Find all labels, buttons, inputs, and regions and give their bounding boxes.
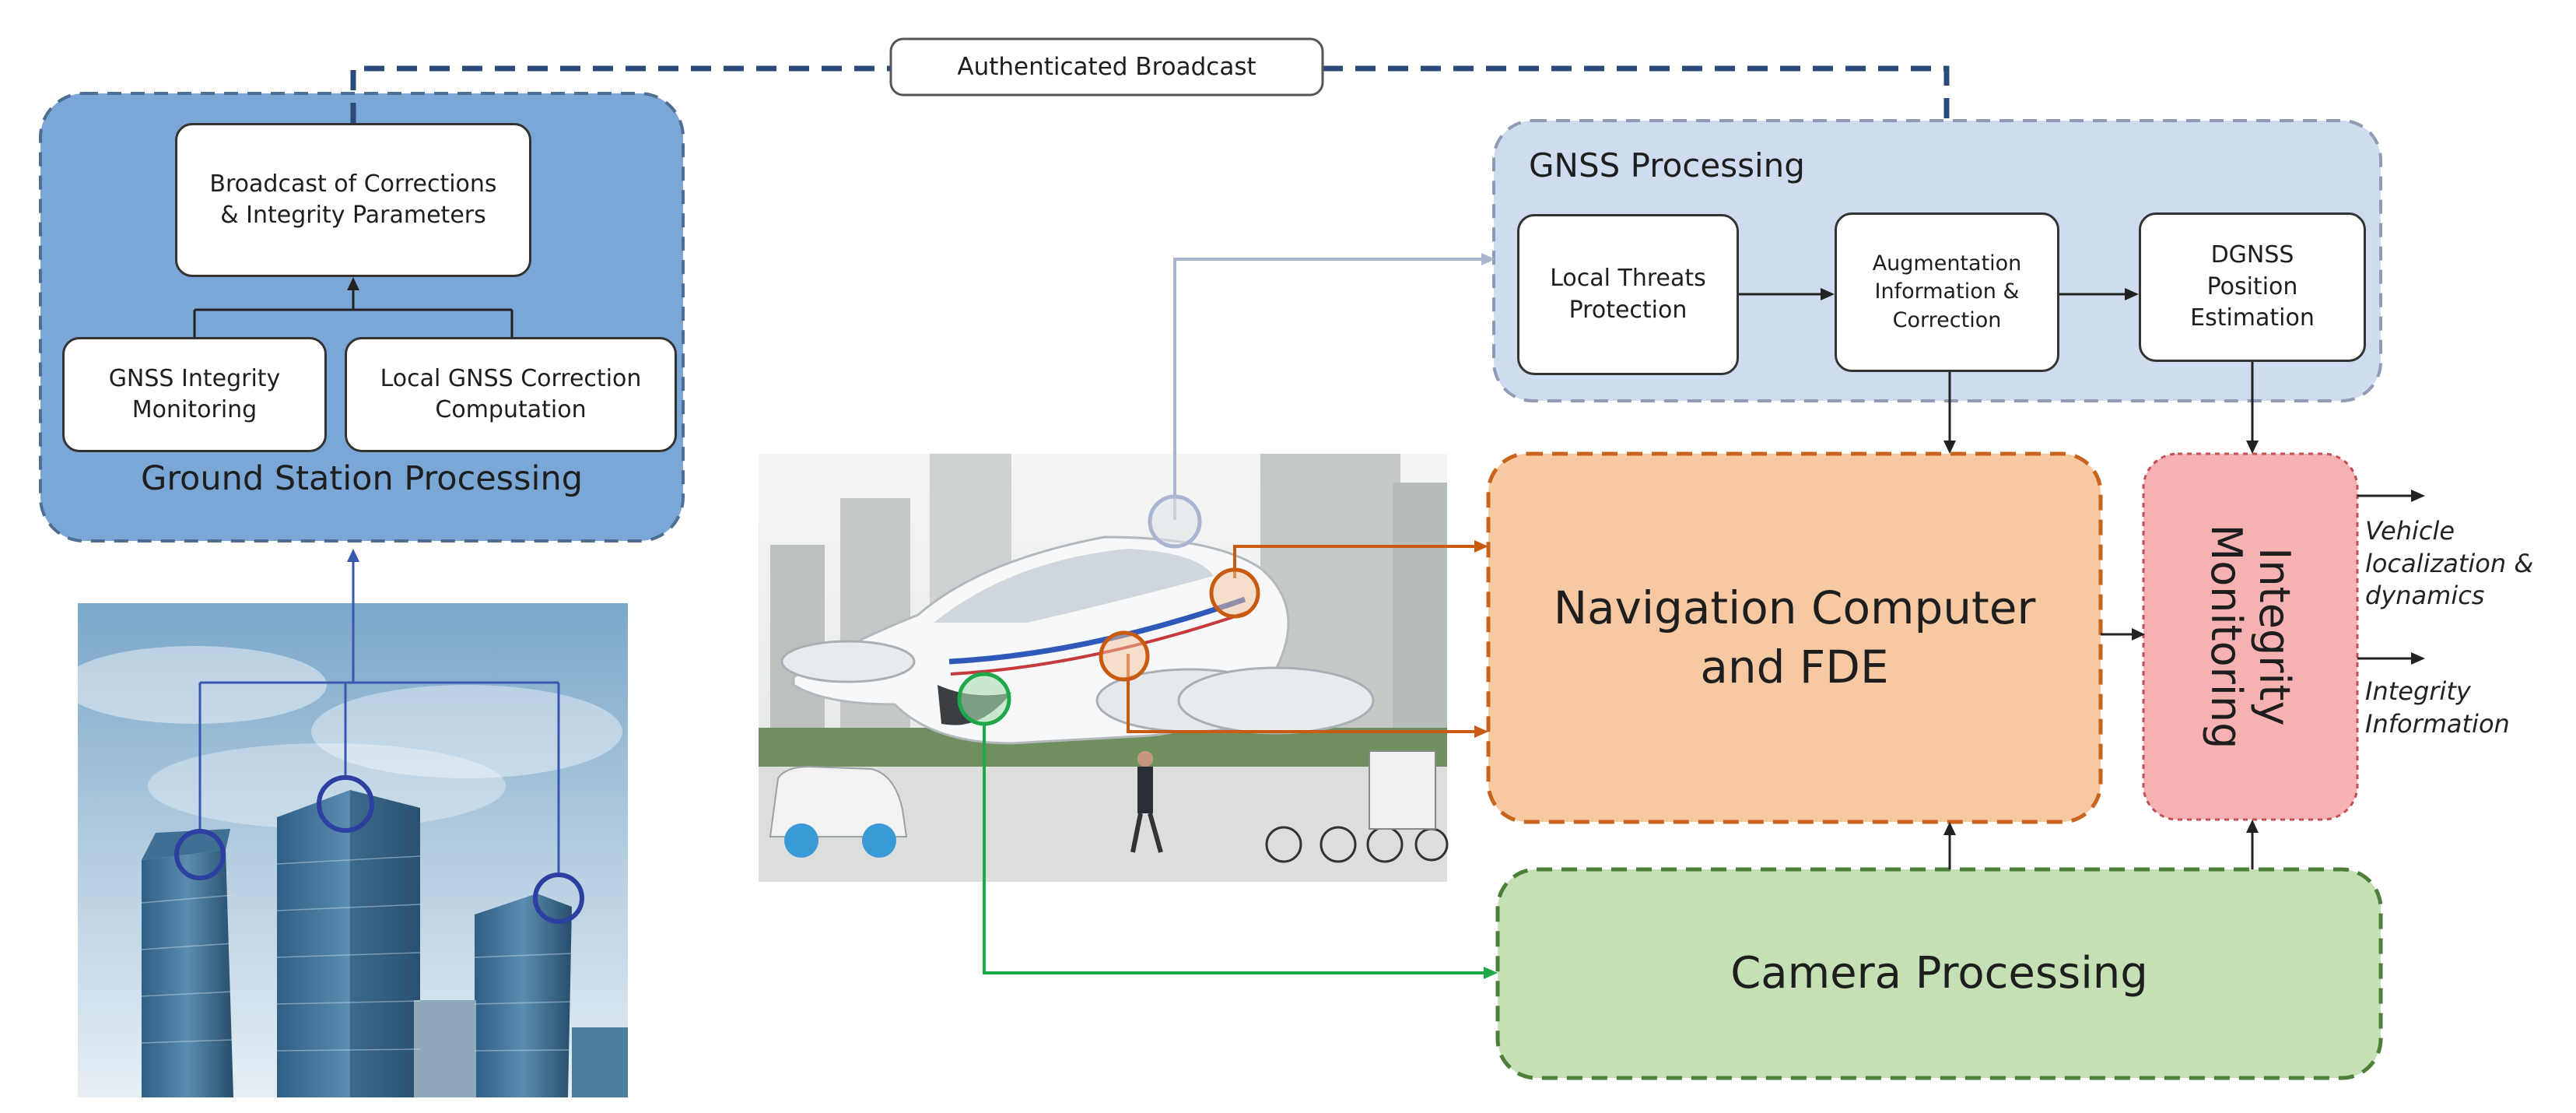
gnss-processing-group xyxy=(1492,119,2382,402)
arrowhead xyxy=(347,277,359,290)
nav-sensor-marker-bottom xyxy=(1099,630,1150,682)
gnss-link-arrowhead xyxy=(1481,253,1495,265)
navigation-computer-box xyxy=(1486,451,2103,824)
ground-station-connectors xyxy=(193,290,513,337)
ground-station-group xyxy=(39,92,685,542)
nav-sensor-marker-top xyxy=(1209,567,1260,619)
antenna-connectors xyxy=(198,560,560,876)
camera-link xyxy=(983,724,1486,974)
camera-link-arrowhead xyxy=(1484,967,1498,979)
integrity-monitoring-box xyxy=(2142,452,2359,821)
camera-marker xyxy=(957,672,1011,726)
arrowheads xyxy=(1821,288,2425,835)
buildings-photo xyxy=(62,603,628,1097)
antenna-arrowhead xyxy=(347,549,359,562)
authenticated-broadcast-line xyxy=(350,65,1950,193)
navigation-link-arrowheads xyxy=(1474,540,1488,738)
camera-processing-box xyxy=(1495,867,2383,1080)
authenticated-broadcast-box xyxy=(889,37,1324,97)
gnss-internal-connectors xyxy=(1739,293,2412,869)
gnss-antenna-link xyxy=(1173,258,1484,520)
gnss-antenna-marker xyxy=(1148,494,1202,549)
antenna-markers xyxy=(174,775,584,924)
